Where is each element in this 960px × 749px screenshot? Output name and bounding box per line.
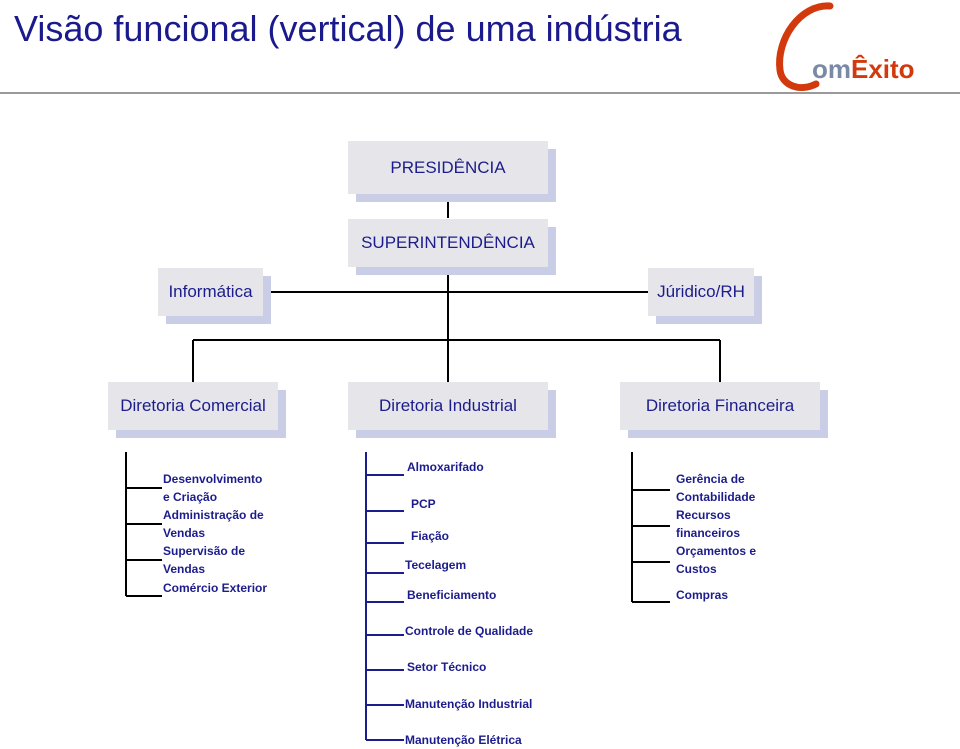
comercial-item: Comércio Exterior	[163, 581, 268, 595]
comercial-item: Supervisão de	[163, 544, 246, 558]
industrial-item: PCP	[411, 497, 436, 511]
comexito-logo: omÊxito	[776, 2, 915, 91]
financeira-item: Recursos	[676, 508, 731, 522]
comercial-item: Desenvolvimento	[163, 472, 263, 486]
industrial-item: Almoxarifado	[407, 460, 484, 474]
industrial-item: Tecelagem	[405, 558, 467, 572]
financeira-item: Orçamentos e	[676, 544, 757, 558]
industrial-item: Manutenção Industrial	[405, 697, 533, 711]
industrial-item: Controle de Qualidade	[405, 624, 534, 638]
node-diretoria-financeira: Diretoria Financeira	[620, 382, 828, 438]
node-informatica: Informática	[158, 268, 271, 324]
logo-text-prefix: om	[812, 54, 851, 84]
node-label: Diretoria Industrial	[348, 382, 548, 430]
node-label: PRESIDÊNCIA	[348, 141, 548, 194]
financeira-item: Contabilidade	[676, 490, 756, 504]
node-diretoria-comercial: Diretoria Comercial	[108, 382, 286, 438]
node-label: SUPERINTENDÊNCIA	[348, 219, 548, 267]
node-label: Diretoria Comercial	[108, 382, 278, 430]
page-title: Visão funcional (vertical) de uma indúst…	[14, 8, 682, 49]
industrial-item: Fiação	[411, 529, 450, 543]
node-juridico: Júridico/RH	[648, 268, 762, 324]
industrial-item: Beneficiamento	[407, 588, 497, 602]
logo-text-suffix: Êxito	[851, 54, 915, 84]
industrial-item: Manutenção Elétrica	[405, 733, 522, 747]
node-diretoria-industrial: Diretoria Industrial	[348, 382, 556, 438]
comercial-item: Administração de	[163, 508, 264, 522]
node-label: Informática	[158, 268, 263, 316]
comercial-item: e Criação	[163, 490, 218, 504]
comercial-item: Vendas	[163, 562, 206, 576]
financeira-item: Gerência de	[676, 472, 745, 486]
node-label: Diretoria Financeira	[620, 382, 820, 430]
node-presidencia: PRESIDÊNCIA	[348, 141, 556, 202]
svg-text:omÊxito: omÊxito	[812, 54, 915, 84]
node-label: Júridico/RH	[648, 268, 754, 316]
industrial-item: Setor Técnico	[407, 660, 487, 674]
comercial-item: Vendas	[163, 526, 206, 540]
financeira-item: Compras	[676, 588, 729, 602]
financeira-item: Custos	[676, 562, 717, 576]
financeira-item: financeiros	[676, 526, 741, 540]
node-superintendencia: SUPERINTENDÊNCIA	[348, 219, 556, 275]
header-divider	[0, 92, 960, 94]
logo-swoosh-icon	[776, 2, 834, 91]
